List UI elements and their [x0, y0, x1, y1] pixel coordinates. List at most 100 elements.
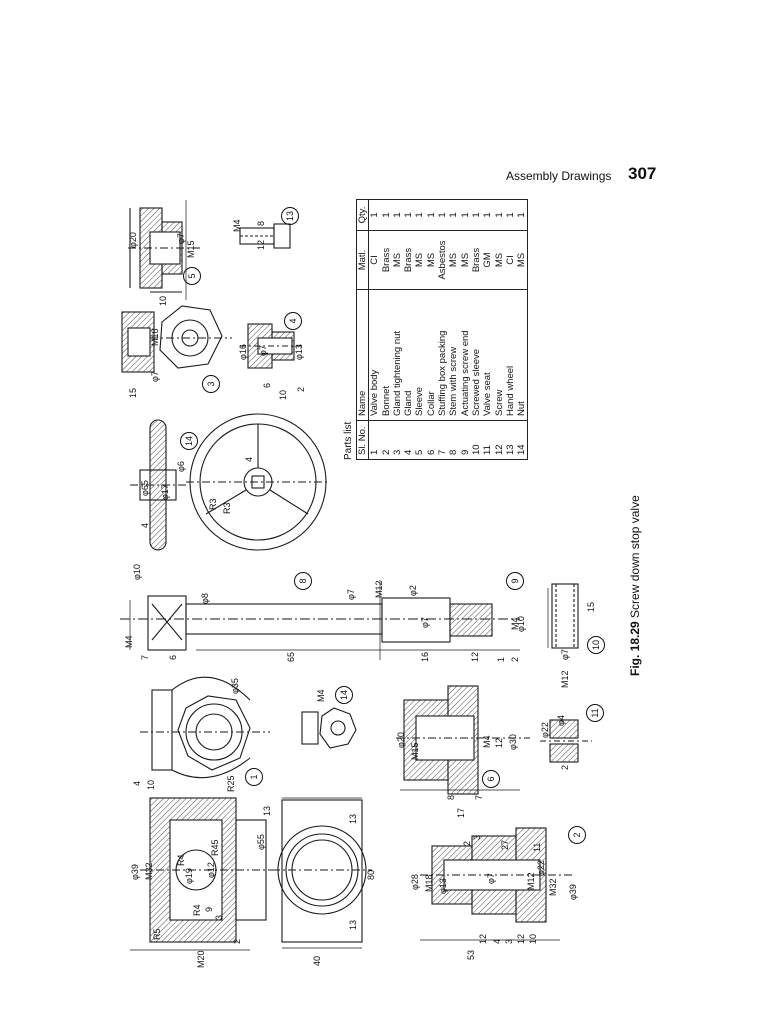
dim-label: 12 [470, 651, 480, 662]
dim-label: 53 [466, 949, 476, 960]
part-5-sleeve-view [128, 207, 200, 293]
part-1-body-section-view [140, 797, 372, 943]
dim-label: 6 [168, 654, 178, 660]
dim-label: M18 [150, 328, 160, 346]
column-header: Sl. No. [357, 420, 369, 459]
dim-label: 65 [286, 651, 296, 662]
part-bubble: 5 [183, 267, 201, 285]
part-4-gland-view [240, 323, 302, 369]
dim-label: φ22 [536, 860, 546, 876]
dim-label: 10 [146, 779, 156, 790]
dim-label: R4 [192, 904, 202, 916]
dim-label: R3 [222, 502, 232, 514]
dim-label: 10 [158, 295, 168, 306]
part-bubble: 10 [587, 636, 605, 654]
page-number: 307 [628, 164, 657, 183]
name-cell: Bonnet [380, 289, 392, 421]
dim-label: 6 [262, 382, 272, 388]
name-cell: Collar [425, 289, 438, 421]
dim-label: 13 [348, 813, 358, 824]
dim-label: 15 [128, 387, 138, 398]
name-cell: Gland [403, 289, 415, 421]
part-10-sleeve-view [551, 583, 579, 649]
dim-label: 4 [244, 456, 254, 462]
dim-label: φ2 [408, 585, 418, 596]
dim-label: 3 [472, 834, 482, 840]
dim-label: φ12 [206, 862, 216, 878]
sl-no-cell: 7 [437, 420, 449, 459]
qty-cell: 1 [414, 212, 426, 218]
name-cell: Actuating screw end [459, 289, 471, 421]
sl-no-cell: 14 [516, 420, 528, 459]
name-cell: Sleeve [414, 289, 426, 421]
dim-label: 12 [516, 933, 526, 944]
dim-label: φ8 [200, 593, 210, 604]
name-cell: Stem with screw [448, 289, 460, 421]
qty-cell: 1 [516, 212, 528, 218]
dim-label: φ35 [230, 678, 240, 694]
dim-label: M4 [482, 735, 492, 748]
part-bubble: 11 [586, 704, 604, 722]
part-13-handwheel-view [130, 413, 330, 551]
dim-label: M4 [124, 635, 134, 648]
dim-label: M4 [510, 617, 520, 630]
dim-label: 2 [232, 938, 242, 944]
dim-label: 4 [492, 938, 502, 944]
part-bubble: 8 [294, 572, 312, 590]
qty-cell: 1 [504, 212, 516, 218]
part-bubble: 14 [335, 686, 353, 704]
part-bubble: 1 [245, 768, 263, 786]
qty-cell: 1 [448, 212, 460, 218]
dim-label: 11 [532, 842, 542, 852]
dim-label: R5 [152, 928, 162, 940]
dim-label: φ6 [176, 461, 186, 472]
qty-cell: 1 [391, 212, 403, 218]
dim-label: R25 [226, 775, 236, 792]
dim-label: 13 [348, 919, 358, 930]
figure-caption: Fig. 18.29 Screw down stop valve [628, 495, 642, 676]
part-1-body-plan-view [140, 676, 270, 779]
material-cell: MS [425, 230, 438, 290]
name-cell: Hand wheel [504, 289, 517, 421]
page-header: Assembly Drawings 307 [0, 164, 768, 188]
dim-label: φ13 [438, 878, 448, 894]
material-cell: Brass [380, 230, 392, 290]
dim-label: φ39 [568, 884, 578, 900]
dim-label: M12 [526, 872, 536, 890]
sl-no-cell: 12 [493, 420, 505, 459]
figure-caption-text: Screw down stop valve [628, 495, 642, 618]
dim-label: 10 [278, 389, 288, 400]
dim-label: φ7 [420, 617, 430, 628]
dim-label: 1 [496, 656, 506, 662]
qty-cell: 1 [437, 212, 449, 218]
dim-label: M4 [232, 219, 242, 232]
material-cell: MS [391, 230, 404, 290]
part-bubble: 13 [281, 207, 299, 225]
dim-label: 40 [312, 955, 322, 966]
material-cell: MS [414, 230, 426, 290]
dim-label: φ10 [132, 564, 142, 580]
name-cell: Screw [493, 289, 505, 421]
name-cell: Gland tightening nut [391, 289, 404, 421]
sl-no-cell: 5 [414, 420, 426, 459]
column-header: Name [357, 289, 369, 421]
dim-label: φ39 [130, 864, 140, 880]
dim-label: R3 [208, 498, 218, 510]
dim-label: 12 [256, 239, 266, 250]
sl-no-cell: 13 [504, 420, 517, 459]
material-cell: MS [448, 230, 460, 290]
dim-label: φ20 [128, 232, 138, 248]
qty-cell: 1 [403, 212, 415, 218]
dim-label: 16 [420, 651, 430, 662]
sl-no-cell: 11 [482, 420, 494, 459]
qty-cell: 1 [493, 212, 505, 218]
dim-label: 7 [474, 794, 484, 800]
dim-label: φ7 [486, 873, 496, 884]
dim-label: M32 [548, 878, 558, 896]
